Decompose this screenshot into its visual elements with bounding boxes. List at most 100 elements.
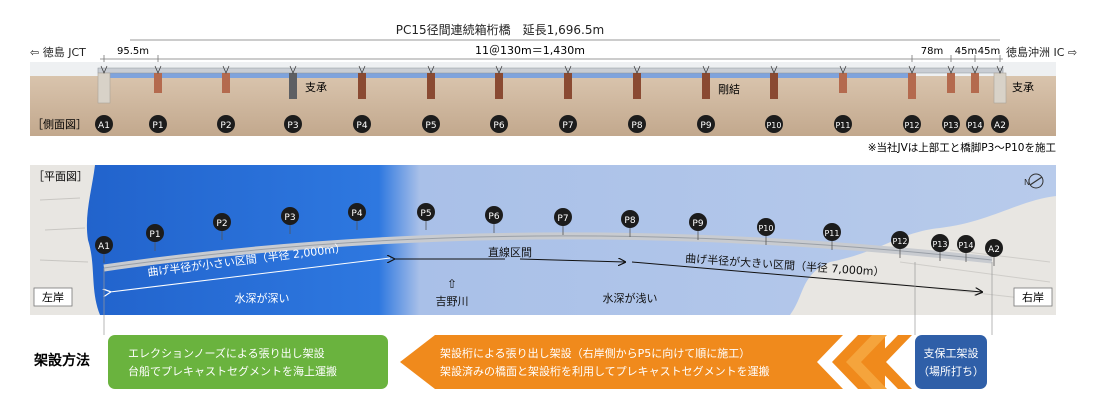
- plan-marker-p5: P5: [417, 203, 435, 230]
- side-marker-p11: P11: [834, 115, 852, 133]
- method-green-box: [108, 335, 388, 389]
- side-marker-label: P14: [967, 121, 982, 130]
- side-marker-a2: A2: [991, 115, 1009, 133]
- side-marker-label: P5: [425, 121, 436, 131]
- plan-marker-p9: P9: [689, 213, 707, 240]
- plan-marker-label: P11: [824, 229, 839, 238]
- side-marker-p4: P4: [353, 115, 371, 133]
- river-arrow-icon: ⇧: [447, 277, 457, 291]
- right-bank-tag: [1013, 287, 1053, 307]
- side-marker-p5: P5: [422, 115, 440, 133]
- side-marker-p10: P10: [765, 115, 783, 133]
- plan-marker-p2: P2: [213, 213, 231, 240]
- side-pier-a1: [97, 65, 111, 104]
- plan-marker-label: P4: [351, 209, 362, 219]
- side-marker-p13: P13: [942, 115, 960, 133]
- method-blue-line2: （場所打ち）: [918, 364, 984, 378]
- method-blue-box: [915, 335, 987, 389]
- side-section-tag: ［側面図］: [32, 118, 87, 131]
- side-marker-p9: P9: [697, 115, 715, 133]
- side-marker-label: P3: [287, 121, 298, 131]
- method-orange-line1: 架設桁による張り出し架設（右岸側からP5に向けて順に施工）: [440, 346, 750, 360]
- span-p13-label: 45m: [955, 46, 977, 57]
- side-marker-label: P7: [562, 121, 573, 131]
- side-marker-label: P6: [493, 121, 504, 131]
- bridge-girder: [97, 67, 1004, 74]
- side-ground: [30, 76, 1056, 136]
- side-marker-label: P10: [766, 121, 781, 130]
- side-pier-p6: [495, 65, 503, 99]
- right-bank-land: [790, 165, 1056, 315]
- side-marker-label: P2: [220, 121, 231, 131]
- span-ticks: [103, 55, 1001, 63]
- side-pier-p4: [358, 65, 366, 99]
- side-marker-label: P11: [835, 121, 850, 130]
- side-marker-label: P9: [700, 121, 711, 131]
- side-pier-p9: [702, 65, 710, 99]
- side-pier-p1: [154, 65, 162, 93]
- side-marker-p12: P12: [903, 115, 921, 133]
- side-marker-p3: P3: [284, 115, 302, 133]
- right-end-label: 徳島沖洲 IC ⇨: [1006, 45, 1077, 59]
- plan-marker-label: P8: [624, 216, 635, 226]
- left-end-label: ⇦ 徳島 JCT: [30, 45, 86, 59]
- plan-marker-label: A2: [988, 245, 1000, 255]
- span-first-label: 95.5m: [117, 46, 149, 57]
- plan-marker-label: P10: [758, 224, 773, 233]
- method-orange-arrow: [400, 335, 885, 389]
- plan-marker-a1: A1: [95, 236, 113, 263]
- plan-marker-p11: P11: [823, 223, 841, 250]
- plan-marker-p1: P1: [146, 224, 164, 251]
- side-marker-p1: P1: [149, 115, 167, 133]
- side-marker-label: P8: [631, 121, 642, 131]
- plan-marker-label: P13: [932, 240, 947, 249]
- side-marker-p2: P2: [217, 115, 235, 133]
- side-marker-p14: P14: [966, 115, 984, 133]
- side-pier-p8: [633, 65, 641, 99]
- side-pier-p10: [770, 65, 778, 99]
- side-pier-p7: [564, 65, 572, 99]
- method-green-line2: 台船でプレキャストセグメントを海上運搬: [128, 364, 337, 378]
- depth-shallow-label: 水深が浅い: [603, 291, 658, 305]
- plan-marker-label: P5: [420, 209, 431, 219]
- bridge-deck-centerline: [103, 235, 993, 269]
- side-marker-p7: P7: [559, 115, 577, 133]
- side-pier-p13: [947, 65, 955, 93]
- plan-section-tag: ［平面図］: [33, 170, 88, 183]
- depth-deep-label: 水深が深い: [235, 291, 290, 305]
- side-marker-p6: P6: [490, 115, 508, 133]
- span-p14-label: 45m: [978, 46, 1000, 57]
- zone-mid-label: 直線区間: [488, 245, 532, 259]
- side-piers: [97, 65, 1007, 104]
- side-marker-label: A1: [98, 121, 110, 131]
- plan-marker-label: P1: [149, 230, 160, 240]
- side-pier-p3: [289, 65, 297, 99]
- left-bank-detail: [39, 197, 89, 263]
- side-pier-p5: [427, 65, 435, 99]
- plan-marker-p6: P6: [485, 206, 503, 233]
- bearing-left-label: 支承: [305, 81, 327, 94]
- method-orange-line2: 架設済みの橋面と架設桁を利用してプレキャストセグメントを運搬: [440, 364, 770, 378]
- plan-marker-p4: P4: [348, 203, 366, 230]
- plan-marker-label: P7: [557, 214, 568, 224]
- plan-marker-p8: P8: [621, 210, 639, 237]
- zone-left-arrow: [110, 257, 391, 292]
- construction-note: ※当社JVは上部工と橋脚P3～P10を施工: [868, 141, 1056, 154]
- side-marker-label: A2: [994, 121, 1006, 131]
- erection-methods: 架設方法 エレクションノーズによる張り出し架設 台船でプレキャストセグメントを海…: [33, 335, 987, 389]
- span-p12-label: 78m: [921, 46, 943, 57]
- plan-marker-p3: P3: [281, 207, 299, 234]
- method-blue-line1: 支保工架設: [924, 346, 979, 360]
- plan-marker-label: P12: [892, 237, 907, 246]
- plan-marker-p7: P7: [554, 208, 572, 235]
- side-marker-label: P1: [152, 121, 163, 131]
- side-pier-markers: A1 P1 P2 P3 P4 P5 P6 P7 P8 P9 P10 P11 P12 P13 P14 A2: [95, 115, 1009, 133]
- right-bank-label: 右岸: [1022, 290, 1044, 304]
- plan-marker-a2: A2: [985, 239, 1003, 266]
- zone-mid-arrow-right: [519, 259, 625, 262]
- side-view: PC15径間連続箱桁橋 延長1,696.5m ⇦ 徳島 JCT 徳島沖洲 IC …: [30, 22, 1077, 154]
- span-middle-label: 11＠130m＝1,430m: [475, 44, 585, 57]
- plan-marker-label: A1: [98, 242, 110, 252]
